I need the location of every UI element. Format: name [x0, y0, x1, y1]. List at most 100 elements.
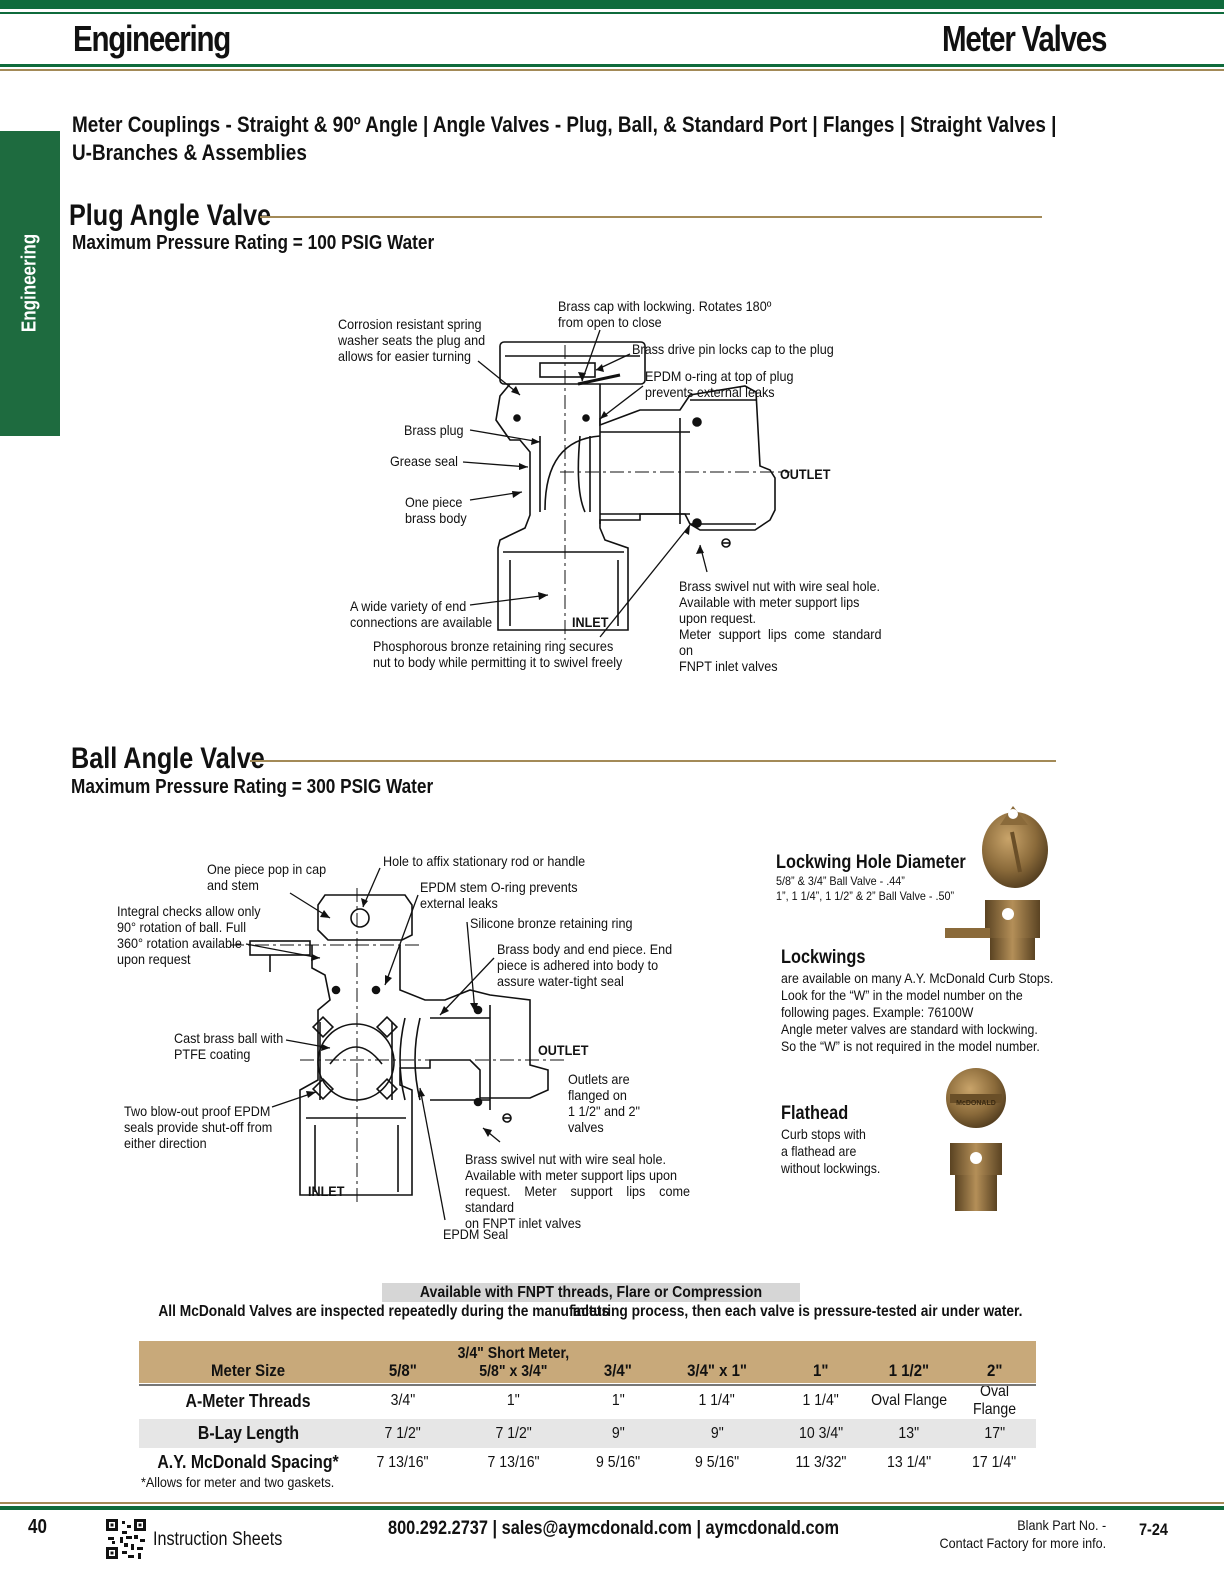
- table-cell: 7 1/2": [384, 1424, 421, 1442]
- label-integral-checks: Integral checks allow only 90° rotation …: [117, 903, 261, 967]
- table-row: A-Meter Threads 3/4" 1" 1" 1 1/4" 1 1/4"…: [139, 1383, 1036, 1419]
- flathead-side-photo: [950, 1143, 1002, 1211]
- side-tab[interactable]: [0, 131, 60, 436]
- date-code: 7-24: [1139, 1520, 1168, 1539]
- label-silicone-ring: Silicone bronze retaining ring: [470, 915, 633, 931]
- label-epdm-oring: EPDM o-ring at top of plug prevents exte…: [645, 368, 794, 400]
- label-drive-pin: Brass drive pin locks cap to the plug: [632, 341, 834, 357]
- footer-tan-rule: [0, 1502, 1224, 1504]
- table-cell: 17": [984, 1424, 1005, 1442]
- lockwing-top-photo: [982, 806, 1048, 888]
- blank-part-note: Blank Part No. - Contact Factory for mor…: [939, 1516, 1106, 1552]
- top-green-rule: [0, 12, 1224, 14]
- footer-green-rule: [0, 1506, 1224, 1510]
- label-epdm-seal: EPDM Seal: [443, 1226, 509, 1242]
- instruction-sheets-link[interactable]: Instruction Sheets: [153, 1529, 283, 1550]
- header-page-title: Meter Valves: [941, 18, 1107, 59]
- table-cell: 17 1/4": [972, 1453, 1017, 1471]
- table-cell: 1": [507, 1392, 520, 1409]
- flathead-title: Flathead: [781, 1103, 849, 1124]
- table-header-meter-size: Meter Size: [210, 1361, 286, 1380]
- label-affix-hole: Hole to affix stationary rod or handle: [383, 853, 586, 869]
- table-cell: 9": [710, 1424, 724, 1442]
- table-cell: 1": [611, 1392, 625, 1409]
- lockwing-hole-small-valves: 5/8” & 3/4” Ball Valve - .44”: [776, 874, 905, 888]
- plug-valve-title-rule: [260, 216, 1042, 218]
- label-outlets-flanged: Outlets are flanged on 1 1/2" and 2" val…: [568, 1071, 641, 1135]
- header-section-title: Engineering: [73, 18, 231, 59]
- header-tan-rule: [0, 69, 1224, 71]
- table-cell: 1 1/4": [698, 1392, 736, 1409]
- label-spring-washer: Corrosion resistant spring washer seats …: [338, 316, 486, 364]
- label-blowout-seals: Two blow-out proof EPDM seals provide sh…: [124, 1103, 273, 1151]
- ball-valve-title-rule: [250, 760, 1056, 762]
- table-cell: 7 13/16": [376, 1453, 429, 1471]
- table-row-label: A.Y. McDonald Spacing*: [157, 1452, 339, 1472]
- table-cell: 11 3/32": [795, 1453, 847, 1471]
- label-ball-outlet: OUTLET: [538, 1042, 589, 1058]
- table-cell: 9": [611, 1424, 625, 1442]
- label-pop-in-cap: One piece pop in cap and stem: [207, 861, 327, 893]
- ball-valve-pressure: Maximum Pressure Rating = 300 PSIG Water: [71, 776, 434, 798]
- table-header-col: 2": [986, 1361, 1003, 1380]
- label-grease-seal: Grease seal: [390, 453, 458, 469]
- category-nav-line-1: Meter Couplings - Straight & 90º Angle |…: [72, 112, 1057, 137]
- page-number: 40: [28, 1516, 47, 1538]
- table-header-col: 1 1/2": [888, 1361, 930, 1380]
- label-ball-inlet: INLET: [308, 1183, 345, 1199]
- label-ball-swivel-nut: Brass swivel nut with wire seal hole. Av…: [465, 1151, 690, 1231]
- lockwings-text: are available on many A.Y. McDonald Curb…: [781, 970, 1054, 1054]
- table-row-label: B-Lay Length: [197, 1423, 299, 1443]
- blank-part-label: Blank Part No. -: [1017, 1517, 1106, 1533]
- table-cell: 13": [898, 1424, 920, 1442]
- table-cell: 7 13/16": [487, 1453, 540, 1471]
- flathead-top-photo: [946, 1068, 1006, 1128]
- table-cell: Oval Flange: [972, 1383, 1017, 1418]
- table-header-col: 1": [813, 1361, 829, 1380]
- label-plug-swivel-nut: Brass swivel nut with wire seal hole. Av…: [679, 578, 882, 674]
- table-cell: Oval Flange: [871, 1392, 947, 1409]
- table-header-col: 3/4": [604, 1361, 632, 1380]
- plug-valve-title: Plug Angle Valve: [69, 199, 272, 232]
- table-cell: 3/4": [390, 1392, 415, 1409]
- table-cell: 13 1/4": [886, 1453, 932, 1471]
- plug-valve-pressure: Maximum Pressure Rating = 100 PSIG Water: [72, 232, 435, 254]
- label-brass-body-end: Brass body and end piece. End piece is a…: [497, 941, 673, 989]
- table-header-col: 3/4" Short Meter,5/8" x 3/4": [457, 1345, 570, 1380]
- label-plug-outlet: OUTLET: [780, 466, 831, 482]
- table-header-row: Meter Size 5/8" 3/4" Short Meter,5/8" x …: [139, 1341, 1036, 1383]
- table-cell: 9 5/16": [595, 1453, 641, 1471]
- lockwing-hole-large-valves: 1”, 1 1/4”, 1 1/2” & 2” Ball Valve - .50…: [776, 889, 955, 903]
- lockwing-hole-title: Lockwing Hole Diameter: [776, 852, 966, 873]
- contact-info[interactable]: 800.292.2737 | sales@aymcdonald.com | ay…: [388, 1518, 840, 1539]
- top-green-band: [0, 0, 1224, 9]
- lockwing-side-photo: [945, 900, 1040, 960]
- availability-banner: Available with FNPT threads, Flare or Co…: [382, 1283, 800, 1320]
- table-row: A.Y. McDonald Spacing* 7 13/16" 7 13/16"…: [139, 1448, 1036, 1477]
- ball-valve-title: Ball Angle Valve: [71, 742, 265, 775]
- inspection-statement: All McDonald Valves are inspected repeat…: [157, 1303, 1023, 1320]
- flathead-text: Curb stops with a flathead are without l…: [781, 1126, 881, 1176]
- table-footnote: *Allows for meter and two gaskets.: [141, 1474, 335, 1490]
- table-cell: 7 1/2": [495, 1424, 532, 1442]
- label-retaining-ring: Phosphorous bronze retaining ring secure…: [373, 638, 623, 670]
- table-row: B-Lay Length 7 1/2" 7 1/2" 9" 9" 10 3/4"…: [139, 1419, 1036, 1448]
- table-cell: 1 1/4": [802, 1392, 840, 1409]
- label-plug-inlet: INLET: [572, 614, 609, 630]
- table-header-rule: [139, 1384, 1036, 1386]
- label-epdm-stem: EPDM stem O-ring prevents external leaks: [420, 879, 578, 911]
- meter-size-table: Meter Size 5/8" 3/4" Short Meter,5/8" x …: [139, 1341, 1036, 1477]
- table-header-col: 5/8": [388, 1361, 417, 1380]
- table-cell: 10 3/4": [798, 1424, 844, 1442]
- qr-code-icon[interactable]: [104, 1517, 148, 1561]
- header-green-rule: [0, 64, 1224, 67]
- contact-factory-note: Contact Factory for more info.: [939, 1535, 1106, 1551]
- label-brass-cap: Brass cap with lockwing. Rotates 180º fr…: [558, 298, 772, 330]
- label-end-connections: A wide variety of end connections are av…: [350, 598, 493, 630]
- flathead-stamp: McDONALD: [956, 1100, 996, 1107]
- label-brass-plug: Brass plug: [404, 422, 464, 438]
- label-cast-ball: Cast brass ball with PTFE coating: [174, 1030, 284, 1062]
